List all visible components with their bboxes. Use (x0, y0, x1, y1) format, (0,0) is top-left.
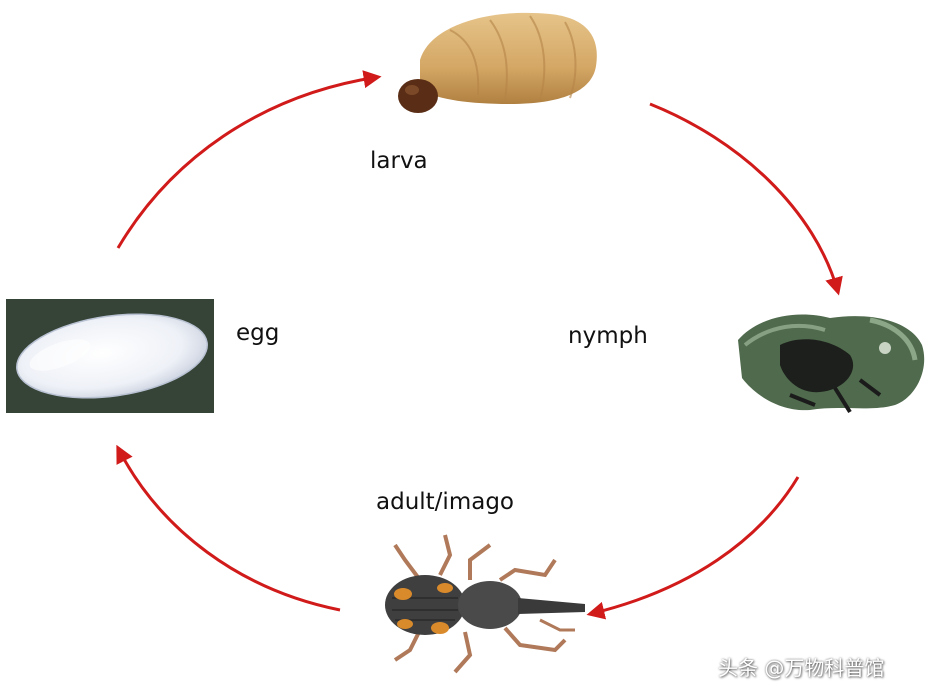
arrow-nymph-to-adult (586, 476, 800, 620)
larva-image (398, 12, 597, 113)
larva-label: larva (370, 148, 428, 174)
nymph-image (738, 314, 925, 414)
adult-weevil-image (385, 534, 585, 674)
watermark: 头条 @万物科普馆 (718, 656, 885, 680)
egg-image (6, 299, 214, 413)
arrow-egg-to-larva (116, 70, 382, 249)
nymph-label: nymph (568, 323, 648, 349)
adult-label: adult/imago (376, 489, 514, 515)
egg-label: egg (236, 320, 280, 346)
arrow-larva-to-nymph (649, 102, 843, 296)
arrow-adult-to-egg (116, 444, 341, 612)
